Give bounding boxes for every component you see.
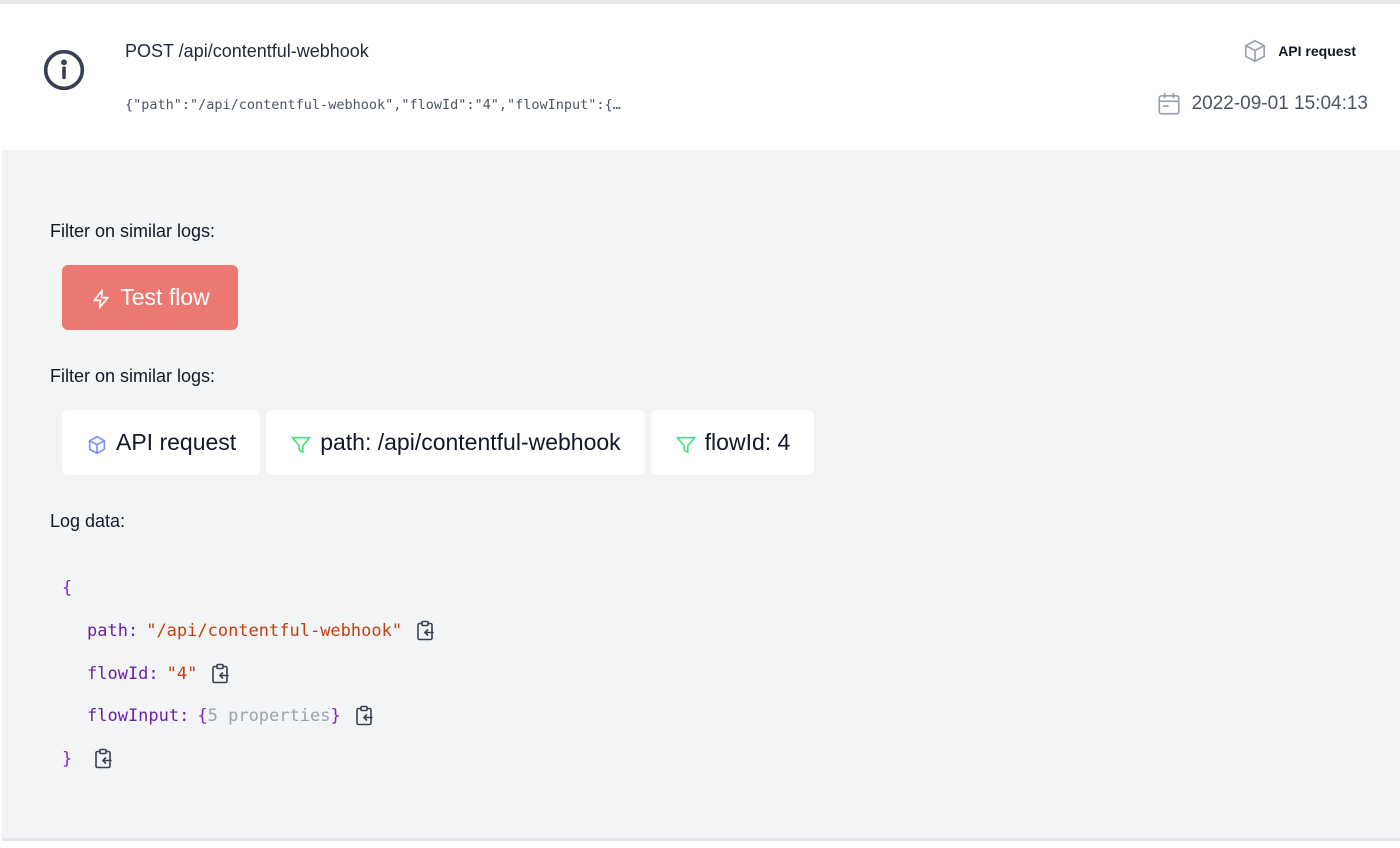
filter-chip-label: path: /api/contentful-webhook bbox=[320, 429, 621, 455]
json-value: "4" bbox=[166, 664, 198, 684]
filter-chips: API request path: /api/contentful-webhoo… bbox=[62, 410, 815, 475]
info-icon bbox=[43, 49, 85, 91]
log-data-label: Log data: bbox=[50, 511, 126, 531]
test-flow-label: Test flow bbox=[120, 284, 210, 310]
filter-chip-api-request[interactable]: API request bbox=[62, 410, 261, 475]
filter-label-1: Filter on similar logs: bbox=[50, 221, 216, 241]
log-date: 2022-09-01 15:04:13 bbox=[1156, 91, 1368, 117]
log-title: POST /api/contentful-webhook bbox=[125, 41, 369, 61]
log-snippet: {"path":"/api/contentful-webhook","flowI… bbox=[125, 97, 621, 113]
bottom-divider bbox=[2, 838, 1400, 841]
json-object-summary[interactable]: 5 properties bbox=[207, 706, 331, 726]
json-colon: : bbox=[179, 706, 190, 726]
json-open-brace: { bbox=[62, 578, 73, 598]
json-colon: : bbox=[148, 664, 159, 684]
json-colon: : bbox=[127, 621, 139, 641]
filter-label-2: Filter on similar logs: bbox=[50, 366, 216, 386]
json-value: "/api/contentful-webhook" bbox=[146, 621, 403, 641]
json-object-open[interactable]: { bbox=[197, 706, 208, 726]
log-date-label: 2022-09-01 15:04:13 bbox=[1191, 93, 1368, 114]
json-entry: flowInput: {5 properties} bbox=[87, 705, 375, 727]
log-type: API request bbox=[1242, 38, 1356, 64]
filter-chip-label: API request bbox=[116, 429, 237, 455]
copy-icon[interactable] bbox=[416, 620, 436, 642]
cube-icon bbox=[1245, 39, 1266, 63]
json-key: flowId bbox=[87, 664, 149, 684]
json-open-line: { bbox=[62, 578, 72, 598]
top-divider bbox=[0, 0, 1400, 4]
log-type-label: API request bbox=[1278, 43, 1356, 59]
log-header: POST /api/contentful-webhook {"path":"/a… bbox=[2, 4, 1400, 150]
copy-icon[interactable] bbox=[94, 748, 114, 770]
filter-icon bbox=[676, 436, 696, 453]
filter-chip-label: flowId: 4 bbox=[704, 429, 791, 455]
json-object-close[interactable]: } bbox=[330, 706, 341, 726]
bolt-icon bbox=[93, 289, 109, 309]
json-close-line: } bbox=[62, 748, 114, 770]
test-flow-button[interactable]: Test flow bbox=[62, 265, 238, 330]
copy-icon[interactable] bbox=[355, 705, 375, 727]
json-key: path bbox=[87, 621, 128, 641]
cube-icon bbox=[88, 435, 106, 454]
filter-chip-path[interactable]: path: /api/contentful-webhook bbox=[266, 410, 645, 475]
copy-icon[interactable] bbox=[211, 663, 231, 685]
json-entry: flowId: "4" bbox=[87, 663, 231, 685]
filter-chip-flowid[interactable]: flowId: 4 bbox=[650, 410, 815, 475]
json-close-brace: } bbox=[62, 749, 73, 769]
filter-icon bbox=[291, 436, 311, 453]
json-key: flowInput bbox=[87, 706, 180, 726]
calendar-icon bbox=[1157, 92, 1180, 115]
log-content: Filter on similar logs: Test flow Filter… bbox=[2, 150, 1400, 838]
json-entry: path: "/api/contentful-webhook" bbox=[87, 620, 436, 642]
